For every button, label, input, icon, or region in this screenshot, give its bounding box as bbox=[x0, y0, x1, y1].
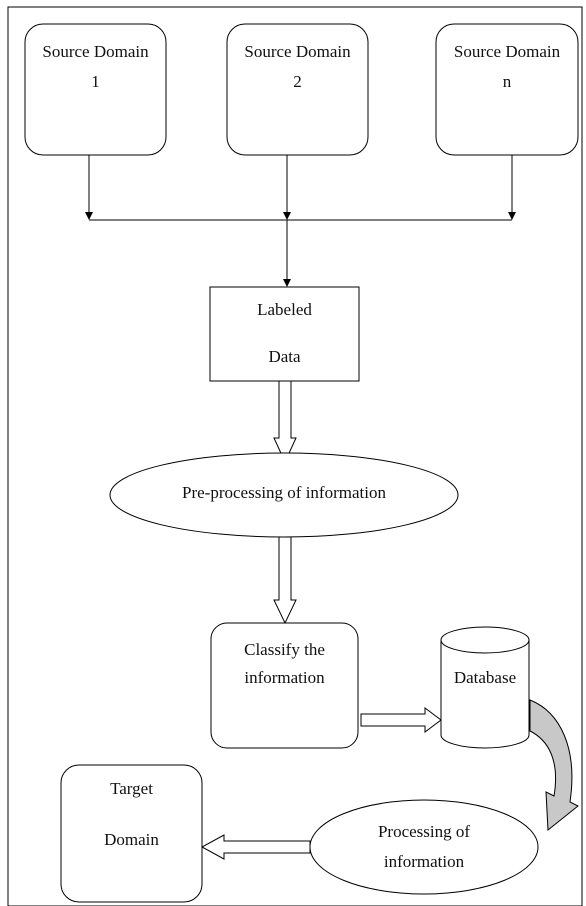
database-cylinder-top bbox=[440, 626, 530, 654]
figure-border bbox=[7, 6, 583, 906]
classify-box bbox=[210, 622, 359, 749]
classify-line1: Classify the bbox=[244, 640, 325, 659]
block-arrow-to-database bbox=[360, 707, 442, 733]
source-domain-2-box bbox=[226, 23, 369, 156]
target-domain-line1: Target bbox=[110, 779, 153, 798]
source-domain-2-title: Source Domain bbox=[244, 42, 351, 61]
labeled-data-line2: Data bbox=[268, 347, 301, 366]
database-label: Database bbox=[453, 668, 517, 687]
labeled-data-box bbox=[209, 286, 360, 382]
source-domain-n-box bbox=[435, 23, 579, 156]
curved-arrow-to-processing bbox=[529, 699, 579, 831]
classify-line2: information bbox=[244, 668, 325, 687]
source-domain-1-title: Source Domain bbox=[42, 42, 149, 61]
processing-line2: information bbox=[383, 852, 465, 871]
database-cylinder bbox=[440, 640, 530, 749]
source-domain-1-box bbox=[24, 23, 167, 156]
processing-line1: Processing of bbox=[377, 822, 471, 841]
block-arrow-to-preprocessing bbox=[273, 380, 297, 464]
source-domain-2-number: 2 bbox=[293, 72, 302, 91]
labeled-data-line1: Labeled bbox=[257, 300, 312, 319]
source-domain-n-number: n bbox=[502, 72, 512, 91]
processing-ellipse bbox=[309, 799, 539, 895]
block-arrow-to-target bbox=[200, 834, 311, 860]
target-domain-line2: Domain bbox=[104, 830, 159, 849]
source-domain-1-number: 1 bbox=[91, 72, 100, 91]
preprocessing-label: Pre-processing of information bbox=[182, 483, 386, 502]
target-domain-box bbox=[60, 764, 203, 903]
block-arrow-to-classify bbox=[273, 536, 297, 625]
source-domain-n-title: Source Domain bbox=[453, 42, 561, 61]
